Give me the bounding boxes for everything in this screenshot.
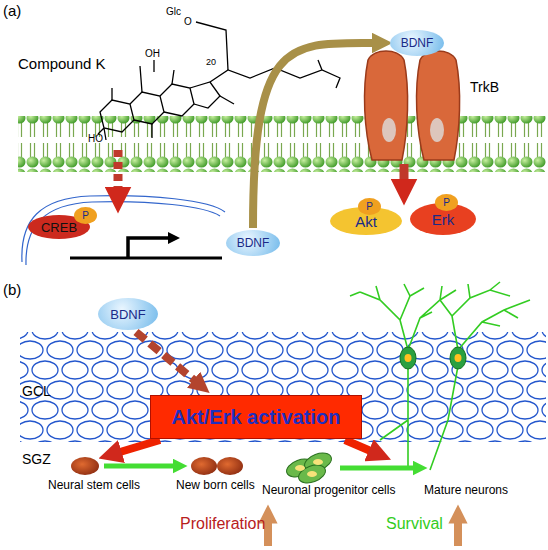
bdnf-protein: BDNF — [226, 230, 280, 256]
cell-label: Mature neurons — [424, 484, 508, 497]
node-text: P — [82, 210, 89, 221]
kinase: ErkP — [410, 203, 476, 235]
atom-label: 20 — [206, 58, 216, 68]
layer-label: SGZ — [22, 452, 51, 467]
process-label: Proliferation — [180, 515, 265, 533]
phospho-mark: P — [74, 207, 97, 224]
node-text: Erk — [432, 211, 455, 228]
kinase: AktP — [330, 207, 402, 235]
connector-arrow — [136, 332, 200, 385]
node-text: Akt/Erk activation — [172, 406, 341, 429]
node-text: P — [443, 197, 450, 208]
compound-name: Compound K — [18, 56, 106, 73]
panel-letter: (b) — [3, 282, 21, 299]
node-text: P — [366, 201, 373, 212]
cell-label: Neural stem cells — [48, 479, 140, 492]
cell-label: New born cells — [176, 479, 255, 492]
process-label: Survival — [386, 515, 443, 533]
phospho-mark: P — [358, 198, 381, 215]
node-text: CREB — [41, 220, 77, 235]
atom-label: HO — [88, 133, 103, 144]
bdnf-protein: BDNF — [98, 298, 158, 330]
node-text: BDNF — [237, 236, 270, 250]
cell-label: Neuronal progenitor cells — [262, 484, 395, 497]
phospho-mark: P — [435, 194, 458, 211]
atom-label: Glc — [166, 6, 181, 17]
connector-arrow — [253, 43, 380, 228]
node-text: BDNF — [110, 307, 145, 322]
trkb-receptor — [365, 51, 460, 160]
atom-label: OH — [145, 48, 160, 59]
layer-label: GCL — [22, 384, 51, 399]
activation-box: Akt/Erk activation — [150, 395, 362, 439]
panel-letter: (a) — [3, 3, 21, 20]
bdnf-protein: BDNF — [390, 30, 444, 56]
transcription-factor: CREBP — [28, 215, 90, 239]
receptor-label: TrkB — [470, 80, 499, 95]
atom-label: O — [184, 16, 192, 27]
node-text: BDNF — [401, 36, 434, 50]
node-text: Akt — [355, 213, 377, 230]
